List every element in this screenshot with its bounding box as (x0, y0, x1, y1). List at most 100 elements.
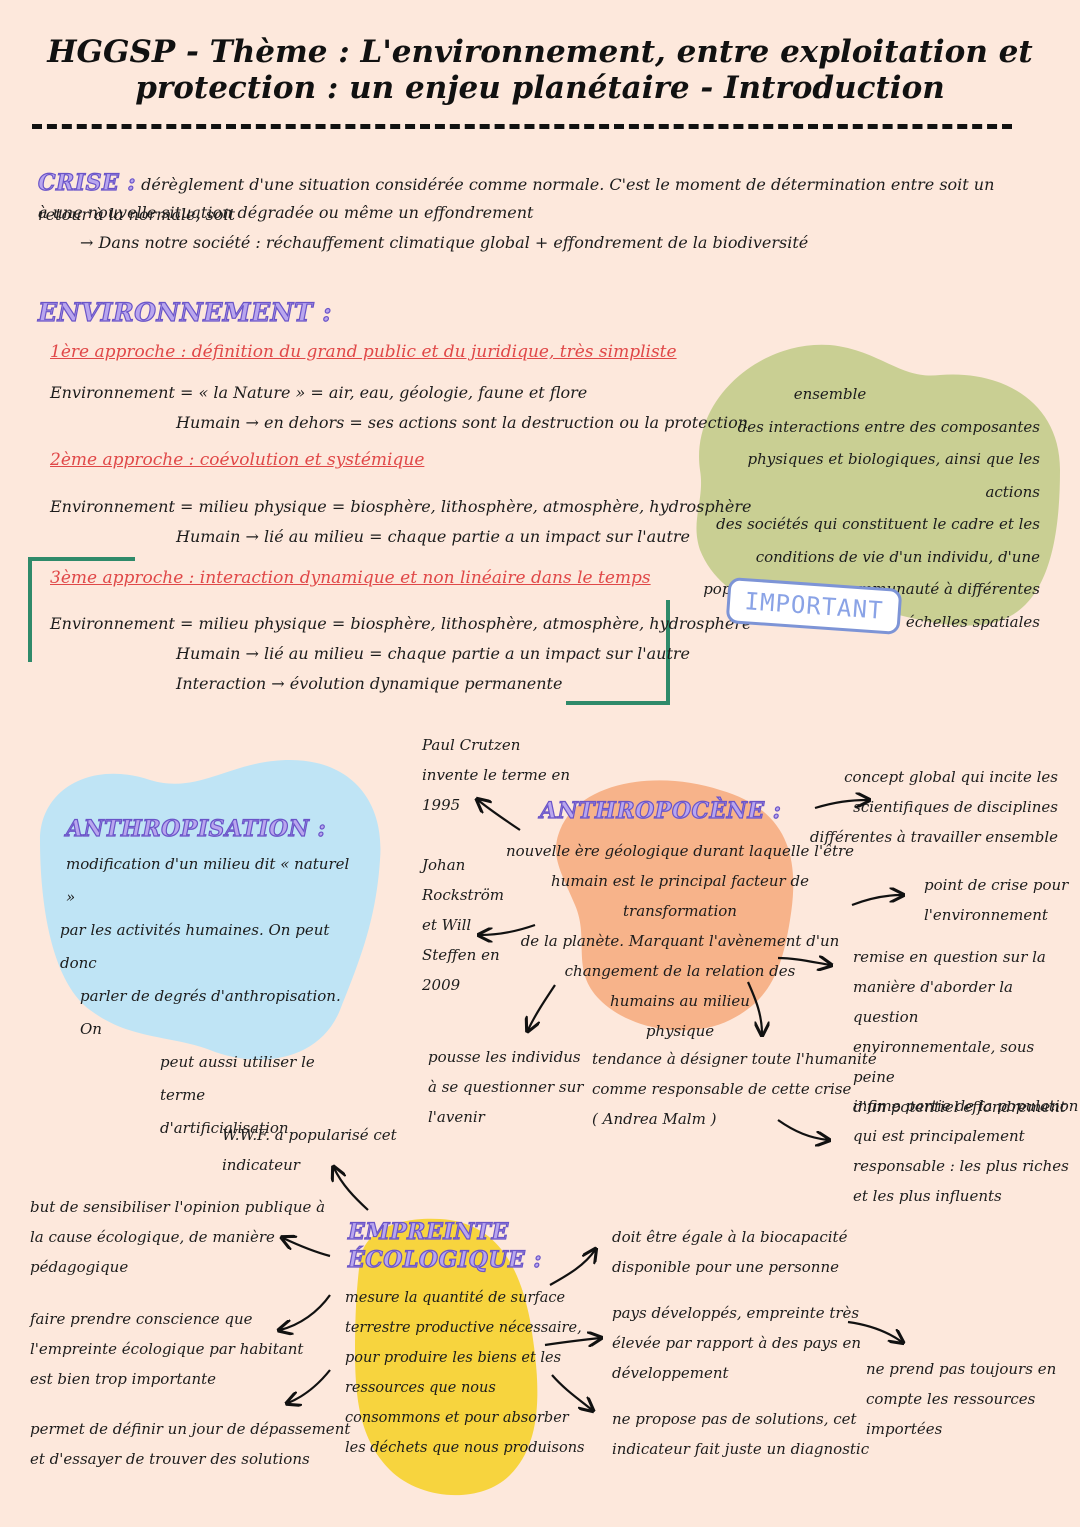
arrow-to-pays (544, 1338, 600, 1345)
crise-point-note: point de crise pour l'environnement (924, 870, 1068, 930)
crise-point-line: point de crise pour (924, 876, 1069, 894)
rockstrom-line: et Will (422, 916, 472, 934)
arrow-to-tendance (746, 981, 762, 1034)
depassement-line: permet de définir un jour de dépassement (30, 1420, 351, 1438)
remise-line: environnementale, sous peine (853, 1038, 1035, 1086)
yellow-blob (355, 1218, 538, 1496)
pays-line: pays développés, empreinte très (612, 1304, 860, 1322)
pays-line: élevée par rapport à des pays en (612, 1334, 862, 1352)
but-line: pédagogique (30, 1258, 129, 1276)
empreinte-heading-1: EMPREINTE (347, 1218, 509, 1245)
arrow-to-crutzen (478, 800, 521, 831)
empreinte-line: mesure la quantité de surface (345, 1290, 566, 1306)
crise-point-line: l'environnement (924, 906, 1048, 924)
anthropisation-line: d'artificialisation (160, 1119, 289, 1137)
arrow-to-but (283, 1238, 331, 1258)
crise-society: → Dans notre société : réchauffement cli… (80, 233, 809, 252)
pays-note: pays développés, empreinte très élevée p… (612, 1298, 861, 1388)
pousse-note: pousse les individus à se questionner su… (428, 1042, 583, 1132)
tendance-line: tendance à désigner toute l'humanité (592, 1050, 877, 1068)
anthropocene-heading: ANTHROPOCÈNE : (539, 797, 782, 824)
crutzen-note: Paul Crutzen invente le terme en 1995 (422, 730, 570, 820)
approach3-line2: Humain → lié au milieu = chaque partie a… (176, 644, 691, 663)
remise-line: remise en question sur la (853, 948, 1046, 966)
crutzen-line: invente le terme en (422, 766, 571, 784)
def-line: physiques et biologiques, ainsi que les … (747, 450, 1041, 501)
infime-line: responsable : les plus riches (853, 1157, 1069, 1175)
biocapacite-line: doit être égale à la biocapacité (612, 1228, 848, 1246)
but-note: but de sensibiliser l'opinion publique à… (30, 1192, 325, 1282)
arrow-to-conscience (280, 1294, 331, 1330)
anthropisation-line: peut aussi utiliser le terme (160, 1053, 315, 1104)
crise-def-1: dérèglement d'une situation considérée c… (38, 175, 995, 224)
approach1-line2: Humain → en dehors = ses actions sont la… (176, 413, 749, 432)
crise-block: CRISE : dérèglement d'une situation cons… (37, 168, 1048, 230)
anthropocene-line: nouvelle ère géologique durant laquelle … (505, 842, 855, 860)
importees-note: ne prend pas toujours en compte les ress… (866, 1354, 1056, 1444)
infime-note: infime partie de la population qui est p… (853, 1091, 1078, 1211)
environnement-heading: ENVIRONNEMENT : (37, 297, 332, 327)
empreinte-text: mesure la quantité de surface terrestre … (345, 1283, 584, 1463)
def-line: des interactions entre des composantes (737, 417, 1040, 436)
importees-line: compte les ressources (866, 1390, 1036, 1408)
anthropisation-line: par les activités humaines. On peut donc (60, 921, 330, 972)
anthropocene-line: humains au milieu (610, 992, 750, 1010)
approach3-title: 3ème approche : interaction dynamique et… (50, 568, 651, 588)
arrow-to-crise-point (851, 895, 902, 907)
empreinte-line: pour produire les biens et les (345, 1350, 562, 1366)
crutzen-line: Paul Crutzen (422, 736, 521, 754)
conscience-line: l'empreinte écologique par habitant (30, 1340, 304, 1358)
approach1-title: 1ère approche : définition du grand publ… (50, 342, 677, 362)
rockstrom-note: Johan Rockström et Will Steffen en 2009 (422, 850, 504, 1000)
approach2-line2: Humain → lié au milieu = chaque partie a… (176, 527, 691, 546)
importees-line: importées (866, 1420, 943, 1438)
approach2-line1: Environnement = milieu physique = biosph… (50, 497, 752, 516)
crise-heading: CRISE : (37, 169, 137, 196)
empreinte-heading: EMPREINTE ÉCOLOGIQUE : (347, 1218, 543, 1274)
anthropisation-line: modification d'un milieu dit « naturel » (66, 855, 350, 906)
remise-line: manière d'aborder la question (853, 978, 1013, 1026)
page-title: HGGSP - Thème : L'environnement, entre e… (40, 34, 1040, 106)
remise-note: remise en question sur la manière d'abor… (853, 942, 1080, 1122)
solutions-line: indicateur fait juste un diagnostic (612, 1440, 870, 1458)
def-line: échelles spatiales (905, 612, 1040, 631)
rockstrom-line: 2009 (422, 976, 461, 994)
arrow-to-importees (847, 1320, 902, 1342)
conscience-line: faire prendre conscience que (30, 1310, 253, 1328)
solutions-line: ne propose pas de solutions, cet (612, 1410, 857, 1428)
concept-line: différentes à travailler ensemble (809, 828, 1058, 846)
anthropocene-line: changement de la relation des (564, 962, 796, 980)
rockstrom-line: Rockström (422, 886, 504, 904)
orange-blob (555, 780, 794, 1031)
but-line: la cause écologique, de manière (30, 1228, 275, 1246)
remise-line: d'un potentiel effondrement (853, 1098, 1066, 1116)
arrow-to-remise (777, 958, 830, 965)
def-line: conditions de vie d'un individu, d'une (755, 547, 1040, 566)
solutions-note: ne propose pas de solutions, cet indicat… (612, 1404, 869, 1464)
empreinte-heading-2: ÉCOLOGIQUE : (347, 1246, 543, 1273)
infime-line: qui est principalement (853, 1127, 1025, 1145)
concept-line: scientifiques de disciplines (853, 798, 1058, 816)
depassement-note: permet de définir un jour de dépassement… (30, 1414, 350, 1474)
tendance-line: ( Andrea Malm ) (592, 1110, 717, 1128)
crise-def-2: à une nouvelle situation dégradée ou mêm… (38, 203, 534, 222)
anthropisation-text: modification d'un milieu dit « naturel »… (60, 848, 360, 1145)
empreinte-line: les déchets que nous produisons (345, 1440, 585, 1456)
infime-line: et les plus influents (853, 1187, 1002, 1205)
approach3-line1: Environnement = milieu physique = biosph… (50, 614, 752, 633)
dashed-divider (32, 124, 1012, 129)
biocapacite-line: disponible pour une personne (612, 1258, 840, 1276)
tendance-line: comme responsable de cette crise (592, 1080, 852, 1098)
anthropisation-line: parler de degrés d'anthropisation. On (80, 987, 341, 1038)
empreinte-line: consommons et pour absorber (345, 1410, 569, 1426)
conscience-line: est bien trop importante (30, 1370, 217, 1388)
wwf-line: W.W.F. a popularisé cet (222, 1126, 397, 1144)
bracket-right (566, 600, 670, 705)
arrow-to-wwf (334, 1168, 369, 1211)
def-line: des sociétés qui constituent le cadre et… (716, 515, 1040, 533)
concept-note: concept global qui incite les scientifiq… (800, 762, 1058, 852)
wwf-line: indicateur (222, 1156, 300, 1174)
wwf-note: W.W.F. a popularisé cet indicateur (222, 1120, 397, 1180)
